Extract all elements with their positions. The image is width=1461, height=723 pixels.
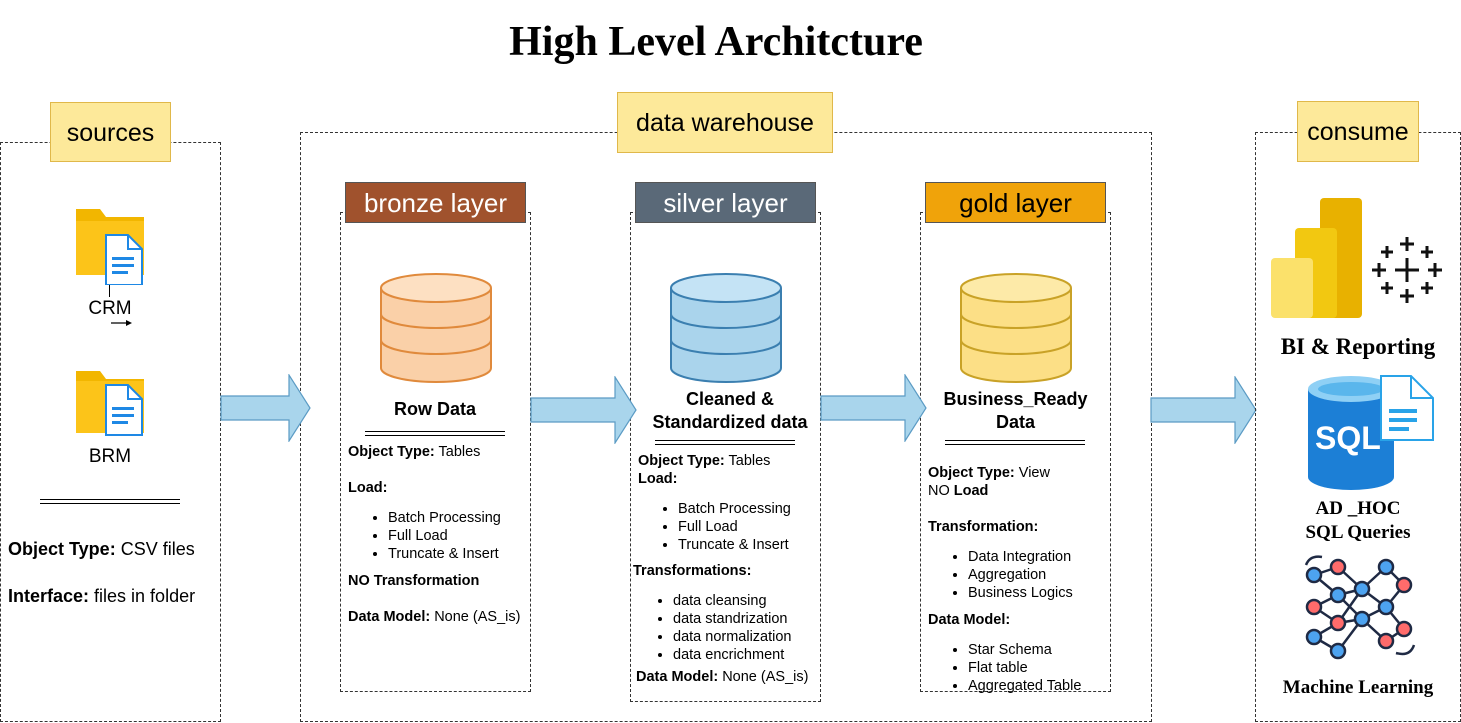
list-item: Full Load — [678, 518, 823, 536]
flow-arrow-sources-bronze — [220, 374, 311, 442]
list-item: data encrichment — [673, 646, 823, 664]
sources-tag: sources — [50, 102, 171, 162]
sql-database-icon: SQL — [1308, 375, 1434, 490]
silver-divider — [655, 440, 795, 445]
ml-label: Machine Learning — [1282, 677, 1434, 698]
bronze-model-val: None (AS_is) — [430, 609, 521, 625]
list-item: data cleansing — [673, 592, 823, 610]
bronze-object-type-val: Tables — [434, 444, 481, 460]
bronze-header: bronze layer — [345, 182, 526, 223]
gold-db-label-line1: Business_Ready — [943, 389, 1088, 409]
silver-database-icon — [670, 273, 782, 383]
gold-details: Object Type: View NO Load Transformation… — [928, 464, 1108, 695]
sources-object-type-val: CSV files — [115, 539, 195, 559]
bronze-transformation: NO Transformation — [348, 573, 480, 589]
silver-model-val: None (AS_is) — [718, 669, 809, 685]
list-item: Full Load — [388, 527, 528, 545]
silver-trans-key: Transformations: — [633, 563, 752, 579]
list-item: Batch Processing — [678, 500, 823, 518]
silver-details: Object Type: Tables Load: Batch Processi… — [633, 452, 823, 686]
bronze-data-model: Data Model: None (AS_is) — [348, 608, 528, 626]
gold-load-prefix: NO — [928, 483, 954, 499]
silver-db-label-line1: Cleaned & — [685, 389, 775, 409]
gold-model-key: Data Model: — [928, 612, 1011, 628]
bronze-model-key: Data Model: — [348, 609, 431, 625]
sources-object-type-key: Object Type: — [8, 539, 116, 559]
gold-divider — [945, 440, 1085, 445]
list-item: Flat table — [968, 659, 1108, 677]
warehouse-tag: data warehouse — [617, 92, 833, 153]
gold-load: NO Load — [928, 482, 1108, 500]
sql-label: AD _HOC SQL Queries — [1256, 497, 1460, 545]
silver-model-key: Data Model: — [636, 669, 719, 685]
list-item: Batch Processing — [388, 509, 528, 527]
page-title: High Level Architcture — [509, 19, 923, 65]
bronze-object-type: Object Type: Tables — [348, 443, 528, 461]
silver-db-label: Cleaned & Standardized data — [635, 388, 825, 434]
list-item: data standrization — [673, 610, 823, 628]
list-item: data normalization — [673, 628, 823, 646]
silver-object-type-val: Tables — [724, 453, 771, 469]
list-item: Star Schema — [968, 641, 1108, 659]
sources-divider — [40, 499, 180, 504]
silver-load-key: Load: — [638, 471, 678, 487]
crm-arrow-icon — [111, 320, 132, 326]
sources-interface-key: Interface: — [8, 586, 90, 606]
neural-network-icon — [1304, 555, 1416, 660]
power-bi-icon — [1271, 198, 1362, 318]
crm-folder-icon — [76, 209, 144, 285]
bronze-db-label: Row Data — [393, 399, 476, 419]
gold-trans-list: Data Integration Aggregation Business Lo… — [928, 548, 1108, 602]
silver-header: silver layer — [635, 182, 816, 223]
list-item: Aggregated Table — [968, 677, 1108, 695]
sql-icon-text: SQL — [1315, 420, 1381, 456]
list-item: Business Logics — [968, 584, 1108, 602]
gold-trans-key: Transformation: — [928, 519, 1039, 535]
gold-db-label: Business_Ready Data — [925, 388, 1106, 434]
gold-object-type-val: View — [1014, 465, 1050, 481]
sources-interface: Interface: files in folder — [8, 586, 195, 607]
sql-label-line1: AD _HOC — [1315, 498, 1401, 519]
crm-connector — [109, 285, 110, 297]
bronze-divider — [365, 431, 505, 436]
consume-tag: consume — [1297, 101, 1419, 162]
list-item: Truncate & Insert — [388, 545, 528, 563]
silver-load-list: Batch Processing Full Load Truncate & In… — [633, 500, 823, 554]
silver-object-type: Object Type: Tables — [633, 452, 823, 470]
brm-folder-icon — [76, 371, 144, 436]
list-item: Data Integration — [968, 548, 1108, 566]
sources-interface-val: files in folder — [89, 586, 196, 606]
list-item: Truncate & Insert — [678, 536, 823, 554]
silver-trans-list: data cleansing data standrization data n… — [633, 592, 823, 664]
bronze-object-type-key: Object Type: — [348, 444, 435, 460]
sources-object-type: Object Type: CSV files — [8, 539, 195, 560]
bronze-load-list: Batch Processing Full Load Truncate & In… — [348, 509, 528, 563]
bronze-details: Object Type: Tables Load: Batch Processi… — [348, 443, 528, 626]
gold-load-key: Load — [953, 483, 989, 499]
silver-data-model: Data Model: None (AS_is) — [633, 668, 823, 686]
gold-database-icon — [960, 273, 1072, 383]
flow-arrow-silver-gold — [820, 374, 927, 442]
tableau-icon — [1372, 237, 1442, 303]
gold-header: gold layer — [925, 182, 1106, 223]
bronze-database-icon — [380, 273, 492, 383]
bi-label: BI & Reporting — [1280, 334, 1436, 359]
crm-label: CRM — [88, 298, 132, 319]
silver-db-label-line2: Standardized data — [652, 412, 808, 432]
flow-arrow-bronze-silver — [530, 376, 637, 444]
gold-object-type-key: Object Type: — [928, 465, 1015, 481]
list-item: Aggregation — [968, 566, 1108, 584]
brm-label: BRM — [88, 446, 132, 467]
flow-arrow-warehouse-consume — [1150, 376, 1257, 444]
bronze-load-key: Load: — [348, 480, 388, 496]
silver-object-type-key: Object Type: — [638, 453, 725, 469]
sql-label-line2: SQL Queries — [1305, 522, 1411, 543]
gold-model-list: Star Schema Flat table Aggregated Table — [928, 641, 1108, 695]
gold-object-type: Object Type: View — [928, 464, 1108, 482]
gold-db-label-line2: Data — [995, 412, 1035, 432]
